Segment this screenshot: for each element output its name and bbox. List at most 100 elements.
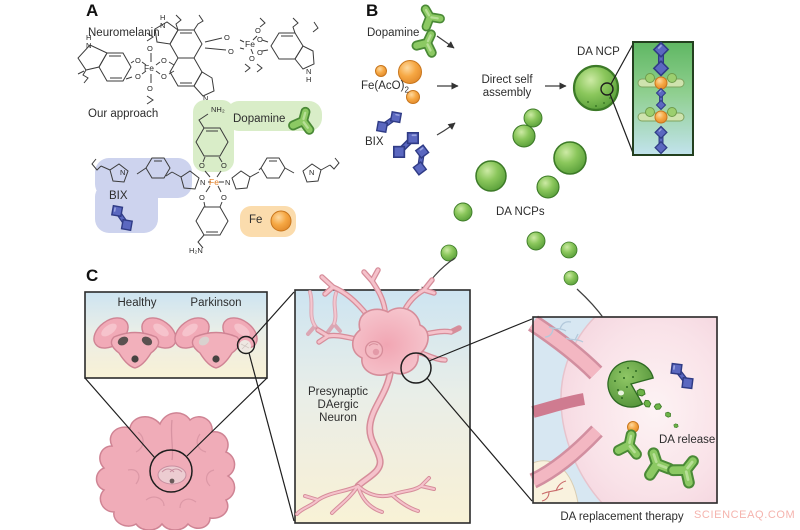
callout-line bbox=[426, 377, 533, 502]
da-ncps-label: DA NCPs bbox=[496, 206, 545, 218]
iron-icon bbox=[270, 210, 292, 232]
midbrain-section-icon bbox=[87, 311, 183, 369]
dopamine-molecule-icon bbox=[419, 5, 441, 26]
atom-label: O bbox=[257, 48, 263, 57]
dopamine-label-a: Dopamine bbox=[233, 113, 286, 125]
neuron-label-line3: Neuron bbox=[319, 412, 357, 424]
panel-b-graphics bbox=[373, 5, 694, 351]
atom-label: N bbox=[309, 168, 314, 177]
panel-a-label: A bbox=[86, 1, 99, 20]
healthy-label: Healthy bbox=[117, 297, 157, 309]
fe-complex-icon bbox=[637, 107, 685, 124]
atom-label: N bbox=[203, 94, 208, 103]
ncp-fragment bbox=[673, 423, 679, 428]
bix-molecule-icon bbox=[389, 128, 424, 163]
iron-icon bbox=[406, 90, 420, 104]
atom-label: Fe bbox=[144, 63, 154, 73]
fe-complex-icon bbox=[637, 73, 685, 90]
atom-label: N bbox=[306, 67, 311, 76]
atom-label: O bbox=[255, 26, 261, 35]
fe-acetate-subscript: 2 bbox=[404, 85, 409, 95]
atom-label: O bbox=[257, 35, 263, 44]
bix-molecule-icon bbox=[373, 108, 405, 136]
panel-c-label: C bbox=[86, 266, 99, 285]
ncp-fragment bbox=[636, 388, 646, 397]
therapy-label: DA replacement therapy bbox=[560, 511, 684, 523]
atom-label: O bbox=[135, 56, 141, 65]
atom-label: N bbox=[160, 21, 165, 30]
atom-label: O bbox=[221, 161, 227, 170]
atom-label: N bbox=[225, 178, 230, 187]
atom-label: H bbox=[86, 33, 91, 42]
callout-line bbox=[610, 43, 634, 85]
astrocyte-arms bbox=[528, 315, 603, 489]
bix-label-a: BIX bbox=[109, 190, 128, 202]
neuron-label-line2: DAergic bbox=[317, 399, 359, 411]
dopamine-label-b: Dopamine bbox=[367, 27, 420, 39]
iron-icon bbox=[375, 65, 387, 77]
neuron-icon bbox=[295, 267, 462, 516]
approach-label: Our approach bbox=[88, 108, 159, 120]
arrow bbox=[436, 35, 455, 49]
callout-line bbox=[84, 377, 156, 459]
callout-line bbox=[251, 291, 295, 340]
callout-line bbox=[248, 352, 295, 522]
neuromelanin-label: Neuromelanin bbox=[88, 27, 160, 39]
atom-label: O bbox=[224, 33, 230, 42]
capillary-icon bbox=[544, 321, 584, 343]
atom-label: O bbox=[249, 54, 255, 63]
fe-label-a: Fe bbox=[249, 214, 263, 226]
neuron-soma bbox=[351, 307, 429, 376]
neuron-label-line1: Presynaptic bbox=[307, 386, 369, 398]
approach-structure: NH₂ O O O O N N N N H₂N Fe bbox=[91, 100, 340, 255]
neuron-box bbox=[294, 267, 533, 524]
atom-label: Fe bbox=[245, 39, 255, 49]
midbrain-section-icon bbox=[168, 311, 264, 369]
da-ncp-label: DA NCP bbox=[577, 46, 620, 58]
arrow bbox=[436, 122, 456, 136]
atom-label: H bbox=[160, 13, 165, 22]
atom-label: O bbox=[221, 193, 227, 202]
fe-acetate-text: Fe(AcO) bbox=[361, 80, 405, 92]
bix-label-b: BIX bbox=[365, 136, 384, 148]
ncp-degrading-icon bbox=[607, 360, 655, 408]
atom-label: O bbox=[199, 193, 205, 202]
sphere-texture bbox=[587, 97, 611, 107]
neuromelanin-structure: N H O O O O O O Fe N H N H O O Fe O O O … bbox=[77, 13, 319, 111]
assembly-label-line1: Direct self bbox=[481, 74, 533, 86]
atom-label: O bbox=[161, 56, 167, 65]
atom-label: N bbox=[120, 168, 125, 177]
ncp-inset bbox=[632, 42, 694, 156]
atom-label: O bbox=[147, 44, 153, 53]
zoom-circle bbox=[236, 335, 256, 355]
zoom-circle bbox=[400, 352, 432, 384]
iron-icon bbox=[398, 60, 422, 84]
synaptic-cell bbox=[560, 316, 718, 504]
capillary-icon bbox=[541, 480, 567, 502]
ncp-sphere-icon bbox=[572, 64, 620, 112]
brain-sections-box bbox=[84, 291, 295, 522]
brain-icon bbox=[84, 377, 268, 530]
background-dendrites bbox=[306, 290, 342, 336]
callout-line bbox=[428, 318, 533, 362]
assembly-label-line2: assembly bbox=[482, 87, 532, 99]
atom-label: N bbox=[86, 41, 91, 50]
atom-label: NH₂ bbox=[211, 105, 225, 114]
callout-line bbox=[609, 93, 634, 154]
atom-label: H₂N bbox=[189, 246, 203, 255]
atom-label: O bbox=[199, 161, 205, 170]
parkinson-label: Parkinson bbox=[190, 297, 242, 309]
callout-line bbox=[186, 377, 268, 457]
watermark: SCIENCEAQ.COM bbox=[694, 509, 796, 521]
zoom-circle bbox=[149, 449, 193, 493]
atom-label: O bbox=[228, 47, 234, 56]
ncp-cluster bbox=[440, 108, 587, 286]
atom-label: O bbox=[135, 72, 141, 81]
bix-highlight bbox=[95, 183, 158, 233]
atom-label: O bbox=[161, 72, 167, 81]
atom-label: H bbox=[306, 75, 311, 84]
iron-center-label: Fe bbox=[209, 177, 219, 187]
atom-label: O bbox=[147, 84, 153, 93]
